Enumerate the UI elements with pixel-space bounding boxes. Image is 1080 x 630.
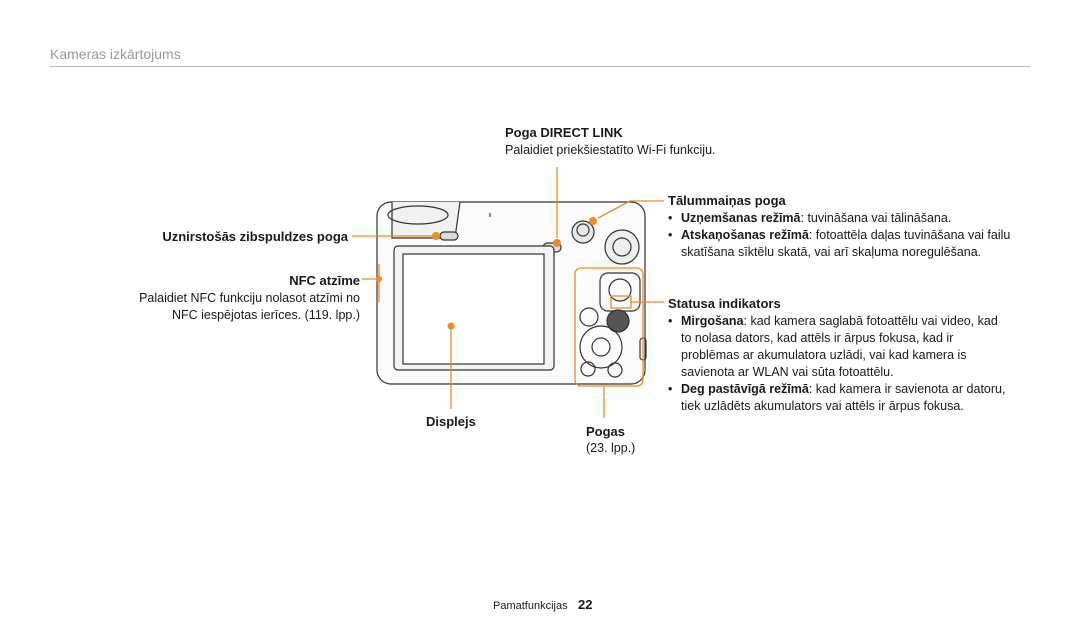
nfc-title: NFC atzīme [289, 273, 360, 288]
zoom-list: Uzņemšanas režīmā: tuvināšana vai tālinā… [668, 210, 1028, 261]
direct-link-desc: Palaidiet priekšiestatīto Wi-Fi funkciju… [505, 143, 716, 157]
buttons-ref: (23. lpp.) [586, 441, 636, 455]
zoom-item: Uzņemšanas režīmā: tuvināšana vai tālinā… [668, 210, 1028, 227]
direct-link-title: Poga DIRECT LINK [505, 125, 623, 140]
nfc-desc-line1: Palaidiet NFC funkciju nolasot atzīmi no [139, 291, 360, 305]
zoom-title: Tālummaiņas poga [668, 193, 786, 208]
status-list: Mirgošana: kad kamera saglabā fotoattēlu… [668, 313, 1008, 415]
status-title: Statusa indikators [668, 296, 781, 311]
status-item: Mirgošana: kad kamera saglabā fotoattēlu… [668, 313, 1008, 381]
page-footer: Pamatfunkcijas 22 [493, 596, 593, 614]
status-item: Deg pastāvīgā režīmā: kad kamera ir savi… [668, 381, 1008, 415]
zoom-item: Atskaņošanas režīmā: fotoattēla daļas tu… [668, 227, 1028, 261]
camera-body [376, 201, 647, 385]
display-title: Displejs [426, 414, 476, 429]
header-divider [50, 66, 1030, 67]
footer-page-number: 22 [578, 597, 593, 612]
buttons-title: Pogas [586, 424, 626, 439]
callout-lines [352, 167, 664, 418]
page-header-title: Kameras izkārtojums [50, 46, 181, 62]
nfc-desc-line2: NFC iespējotas ierīces. (119. lpp.) [171, 308, 360, 322]
flash-title: Uznirstošās zibspuldzes poga [162, 229, 348, 244]
footer-section: Pamatfunkcijas [493, 600, 568, 612]
